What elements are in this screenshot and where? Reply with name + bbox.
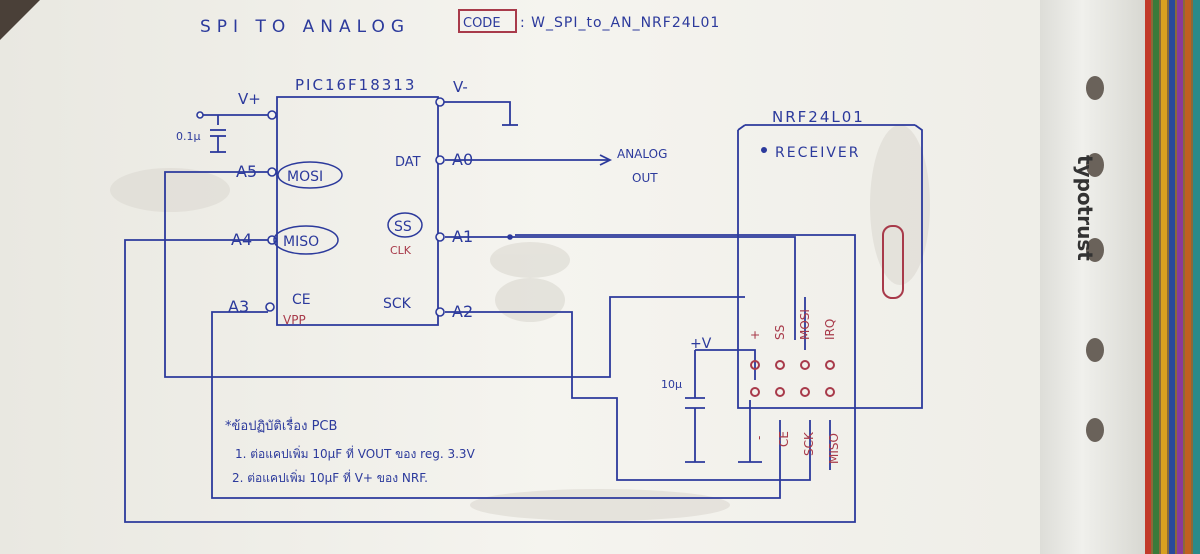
ribbon-cable: [1140, 0, 1200, 554]
mcu-label: PIC16F18313: [295, 76, 416, 94]
nrf-pin-ss-label: SS: [773, 325, 787, 340]
analog-out-label-2: OUT: [632, 171, 658, 185]
notes-heading: *ข้อปฏิบัติเรื่อง PCB: [225, 417, 337, 434]
miso-label: MISO: [283, 234, 319, 250]
antenna-trace: [882, 225, 904, 299]
wiring: [124, 96, 923, 523]
nrf-pin-ce-label: CE: [777, 431, 791, 447]
clk-label: CLK: [390, 244, 412, 257]
decoupling-cap-label: 0.1μ: [176, 130, 201, 143]
nrf-title: NRF24L01: [772, 108, 865, 126]
nrf-pin-plus-label: +: [748, 330, 762, 340]
notes-line-2: 2. ต่อแคปเพิ่ม 10μF ที่ V+ ของ NRF.: [232, 469, 428, 485]
nrf-supply-label: +V: [690, 336, 712, 352]
code-box-label: CODE: [463, 16, 501, 31]
pin-a0-label: A0: [452, 150, 473, 169]
ss-circle: [387, 212, 423, 238]
nrf-pin-irq-label: IRQ: [823, 319, 837, 340]
diagram-title: SPI TO ANALOG: [200, 17, 410, 37]
paper-sheet: [0, 0, 1095, 554]
mosi-circle: [277, 161, 343, 189]
notes-line-1: 1. ต่อแคปเพิ่ม 10μF ที่ VOUT ของ reg. 3.…: [235, 445, 476, 461]
nrf-pin-mosi-label: MOSI: [798, 309, 812, 340]
miso-circle: [273, 225, 339, 255]
mosi-label: MOSI: [287, 169, 323, 185]
nrf-pin-markers: [750, 360, 835, 397]
code-box: [458, 9, 517, 33]
pin-a3-label: A3: [228, 297, 249, 316]
mcu-pin-markers: [196, 97, 513, 317]
vplus-label: V+: [238, 90, 261, 108]
analog-out-label-1: ANALOG: [617, 147, 667, 161]
pin-a4-label: A4: [231, 230, 252, 249]
vminus-label: V-: [453, 78, 468, 96]
code-value: : W_SPI_to_AN_NRF24L01: [520, 15, 720, 31]
pin-a1-label: A1: [452, 227, 473, 246]
ce-label: CE: [292, 292, 311, 308]
nrf-pin-miso-label: MISO: [827, 433, 841, 464]
nrf-pin-minus-label: -: [752, 436, 766, 440]
receiver-label: RECEIVER: [775, 145, 860, 161]
pin-a2-label: A2: [452, 302, 473, 321]
correction-smudges: [110, 125, 930, 521]
sck-label: SCK: [383, 296, 412, 312]
receiver-bullet: [761, 147, 767, 153]
sleeve-brand: typotrust: [1073, 155, 1097, 261]
mcu-outline: [276, 96, 439, 326]
sleeve-holes: [1086, 76, 1104, 442]
nrf-pin-sck-label: SCK: [802, 431, 816, 456]
vpp-label: VPP: [283, 313, 306, 327]
dat-label: DAT: [395, 155, 421, 170]
ss-label: SS: [394, 219, 412, 235]
pin-a5-label: A5: [236, 162, 257, 181]
nrf-cap-label: 10μ: [661, 378, 682, 391]
